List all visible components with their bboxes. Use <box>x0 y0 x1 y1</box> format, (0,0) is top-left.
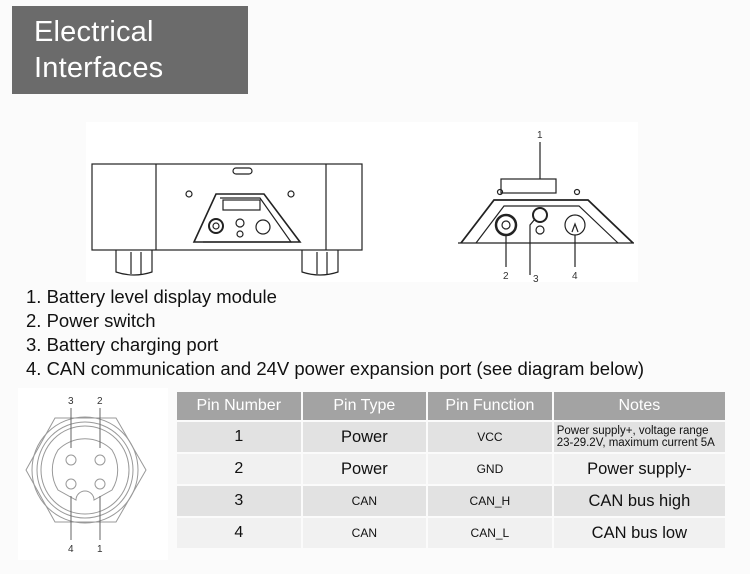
header-pin-type: Pin Type <box>302 392 427 420</box>
pin-4 <box>65 478 77 490</box>
header-pin-number: Pin Number <box>177 392 301 420</box>
list-item: 3. Battery charging port <box>26 334 219 355</box>
list-item: 2. Power switch <box>26 310 156 331</box>
pin-notes: CAN bus low <box>553 518 725 548</box>
pin-number: 2 <box>177 454 301 484</box>
table-row: 2 Power GND Power supply- <box>177 454 725 484</box>
robot-chassis-diagram: 1 2 3 4 <box>86 122 638 285</box>
pin-number: 1 <box>177 422 301 452</box>
hex-nut <box>25 417 147 523</box>
pin-2 <box>94 454 106 466</box>
pin-type: CAN <box>302 518 427 548</box>
pin-function: VCC <box>428 422 552 452</box>
pin-type: CAN <box>302 486 427 516</box>
pin-label-2: 2 <box>97 396 103 407</box>
callout-4: 4 <box>572 271 578 282</box>
logo-badge <box>232 167 253 175</box>
pin-label-4: 4 <box>68 544 74 555</box>
pin-label-1: 1 <box>97 544 103 555</box>
title-line-1: Electrical <box>34 16 154 48</box>
header-notes: Notes <box>553 392 725 420</box>
table-header-row: Pin Number Pin Type Pin Function Notes <box>177 392 725 420</box>
table-row: 4 CAN CAN_L CAN bus low <box>177 518 725 548</box>
list-item: 1. Battery level display module <box>26 286 277 307</box>
pin-table: Pin Number Pin Type Pin Function Notes 1… <box>175 390 727 550</box>
component-list: 1. Battery level display module 2. Power… <box>26 285 644 381</box>
pin-label-3: 3 <box>68 396 74 407</box>
table-row: 1 Power VCC Power supply+, voltage range… <box>177 422 725 452</box>
callout-1: 1 <box>537 130 543 141</box>
pin-function: GND <box>428 454 552 484</box>
battery-display-slot <box>500 178 557 194</box>
pin-number: 4 <box>177 518 301 548</box>
list-item: 4. CAN communication and 24V power expan… <box>26 358 645 379</box>
display-slot-front <box>222 199 261 211</box>
pin-3 <box>65 454 77 466</box>
chassis-body <box>91 163 363 251</box>
pin-type: Power <box>302 422 427 452</box>
header-pin-function: Pin Function <box>428 392 552 420</box>
chassis-drawing: 1 2 3 4 <box>91 130 634 285</box>
table-row: 3 CAN CAN_H CAN bus high <box>177 486 725 516</box>
connector-pinout-diagram: 3 2 4 1 <box>18 388 168 560</box>
pin-function: CAN_H <box>428 486 552 516</box>
title-line-2: Interfaces <box>34 52 164 84</box>
pin-function: CAN_L <box>428 518 552 548</box>
pin-type: Power <box>302 454 427 484</box>
pin-notes: Power supply- <box>553 454 725 484</box>
connector-drawing: 3 2 4 1 <box>25 396 147 555</box>
pin-1 <box>94 478 106 490</box>
pin-number: 3 <box>177 486 301 516</box>
callout-3: 3 <box>533 274 539 282</box>
power-switch-icon <box>494 213 518 237</box>
section-title: Electrical Interfaces <box>12 6 248 94</box>
pin-notes: CAN bus high <box>553 486 725 516</box>
pin-notes: Power supply+, voltage range 23-29.2V, m… <box>553 422 725 452</box>
callout-2: 2 <box>503 271 509 282</box>
charging-port-icon <box>532 207 548 223</box>
